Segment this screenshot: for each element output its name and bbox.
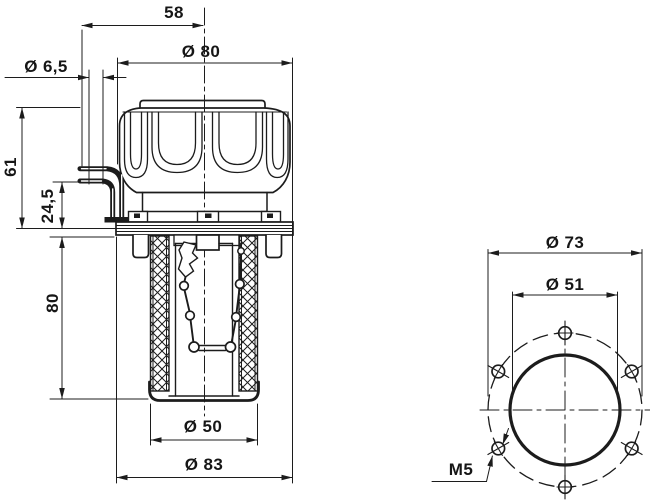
dim-label-neck-length: 80 — [43, 293, 62, 313]
dim-label-opening-diameter: Ø 51 — [546, 275, 584, 294]
cap-knurl — [123, 111, 289, 179]
dim-label-cap-diameter: Ø 80 — [182, 42, 220, 61]
dim-label-screw-thread: M5 — [449, 460, 473, 479]
opening-circle — [508, 353, 622, 467]
dim-label-bracket-offset: 58 — [164, 3, 184, 22]
bottom-view: Ø 73 Ø 51 M5 — [431, 233, 650, 500]
bolt-holes — [487, 320, 643, 500]
filler-cap — [118, 99, 291, 223]
dim-label-breather-diameter: Ø 6,5 — [24, 57, 68, 76]
chain-detail — [177, 241, 245, 353]
breather-tube — [77, 166, 129, 223]
front-view: 58 Ø 80 Ø 6,5 61 24,5 80 Ø 50 Ø 83 — [1, 3, 294, 484]
dim-label-flange-diameter: Ø 83 — [185, 455, 223, 474]
cap-lock-tabs — [127, 210, 282, 223]
mounting-flange — [115, 221, 294, 259]
dim-label-neck-diameter: Ø 50 — [184, 417, 222, 436]
dim-label-upper-height: 61 — [1, 157, 20, 177]
bottom-dimensions — [431, 249, 643, 482]
bottom-centerlines — [479, 324, 650, 498]
dim-label-breather-height: 24,5 — [38, 189, 57, 224]
filler-neck — [148, 235, 260, 402]
dim-label-bolt-circle-diameter: Ø 73 — [546, 233, 584, 252]
front-dimensions — [4, 22, 293, 484]
